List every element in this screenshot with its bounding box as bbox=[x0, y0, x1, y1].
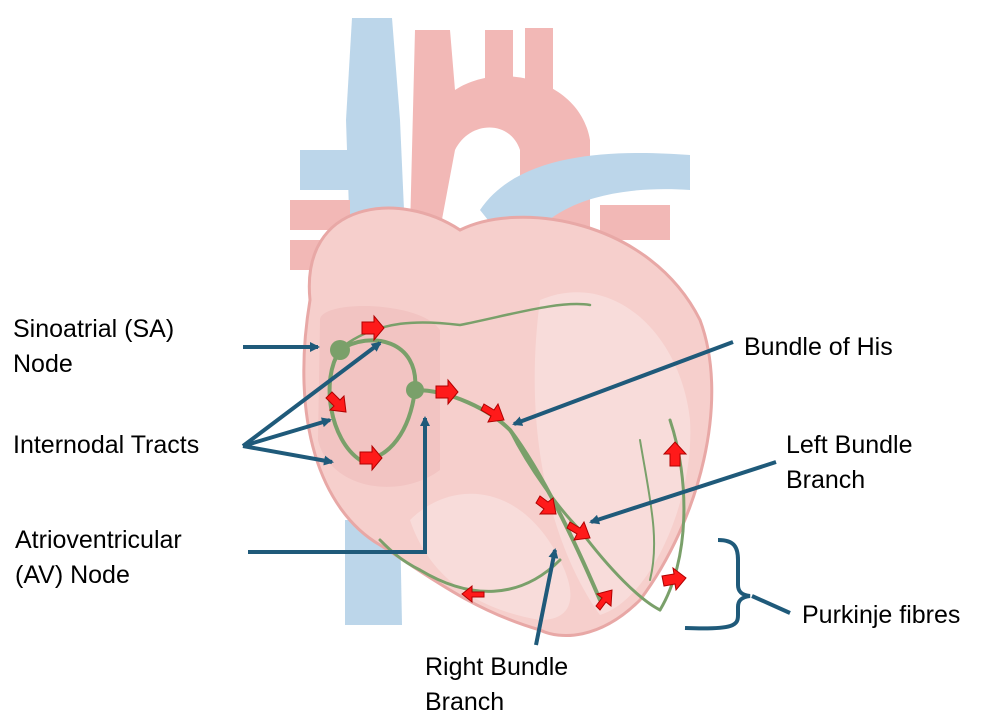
label-right-bundle-branch: Right Bundle Branch bbox=[425, 650, 568, 720]
label-left-bundle-branch: Left Bundle Branch bbox=[786, 428, 913, 498]
label-av-node-line1: Atrioventricular bbox=[15, 523, 182, 558]
pulmonary-vein-left bbox=[300, 150, 360, 190]
av-node bbox=[406, 381, 424, 399]
label-av-node-line2: (AV) Node bbox=[15, 558, 182, 593]
sa-node bbox=[330, 340, 350, 360]
label-av-node: Atrioventricular (AV) Node bbox=[15, 523, 182, 593]
purkinje-bracket bbox=[685, 540, 750, 628]
label-sa-node-line2: Node bbox=[13, 347, 174, 382]
purkinje-pointer bbox=[752, 596, 790, 613]
label-sa-node: Sinoatrial (SA) Node bbox=[13, 312, 174, 382]
label-purkinje-fibres: Purkinje fibres bbox=[802, 598, 960, 633]
label-bundle-his-line1: Bundle of His bbox=[744, 330, 893, 365]
aortic-branch-2 bbox=[525, 28, 553, 100]
label-purkinje-line1: Purkinje fibres bbox=[802, 598, 960, 633]
label-bundle-of-his: Bundle of His bbox=[744, 330, 893, 365]
label-internodal-tracts: Internodal Tracts bbox=[13, 428, 199, 463]
label-sa-node-line1: Sinoatrial (SA) bbox=[13, 312, 174, 347]
impulse-arrow bbox=[662, 568, 686, 590]
label-internodal-line1: Internodal Tracts bbox=[13, 428, 199, 463]
label-left-bundle-line2: Branch bbox=[786, 463, 913, 498]
label-right-bundle-line1: Right Bundle bbox=[425, 650, 568, 685]
aortic-branch-1 bbox=[485, 30, 513, 100]
label-left-bundle-line1: Left Bundle bbox=[786, 428, 913, 463]
